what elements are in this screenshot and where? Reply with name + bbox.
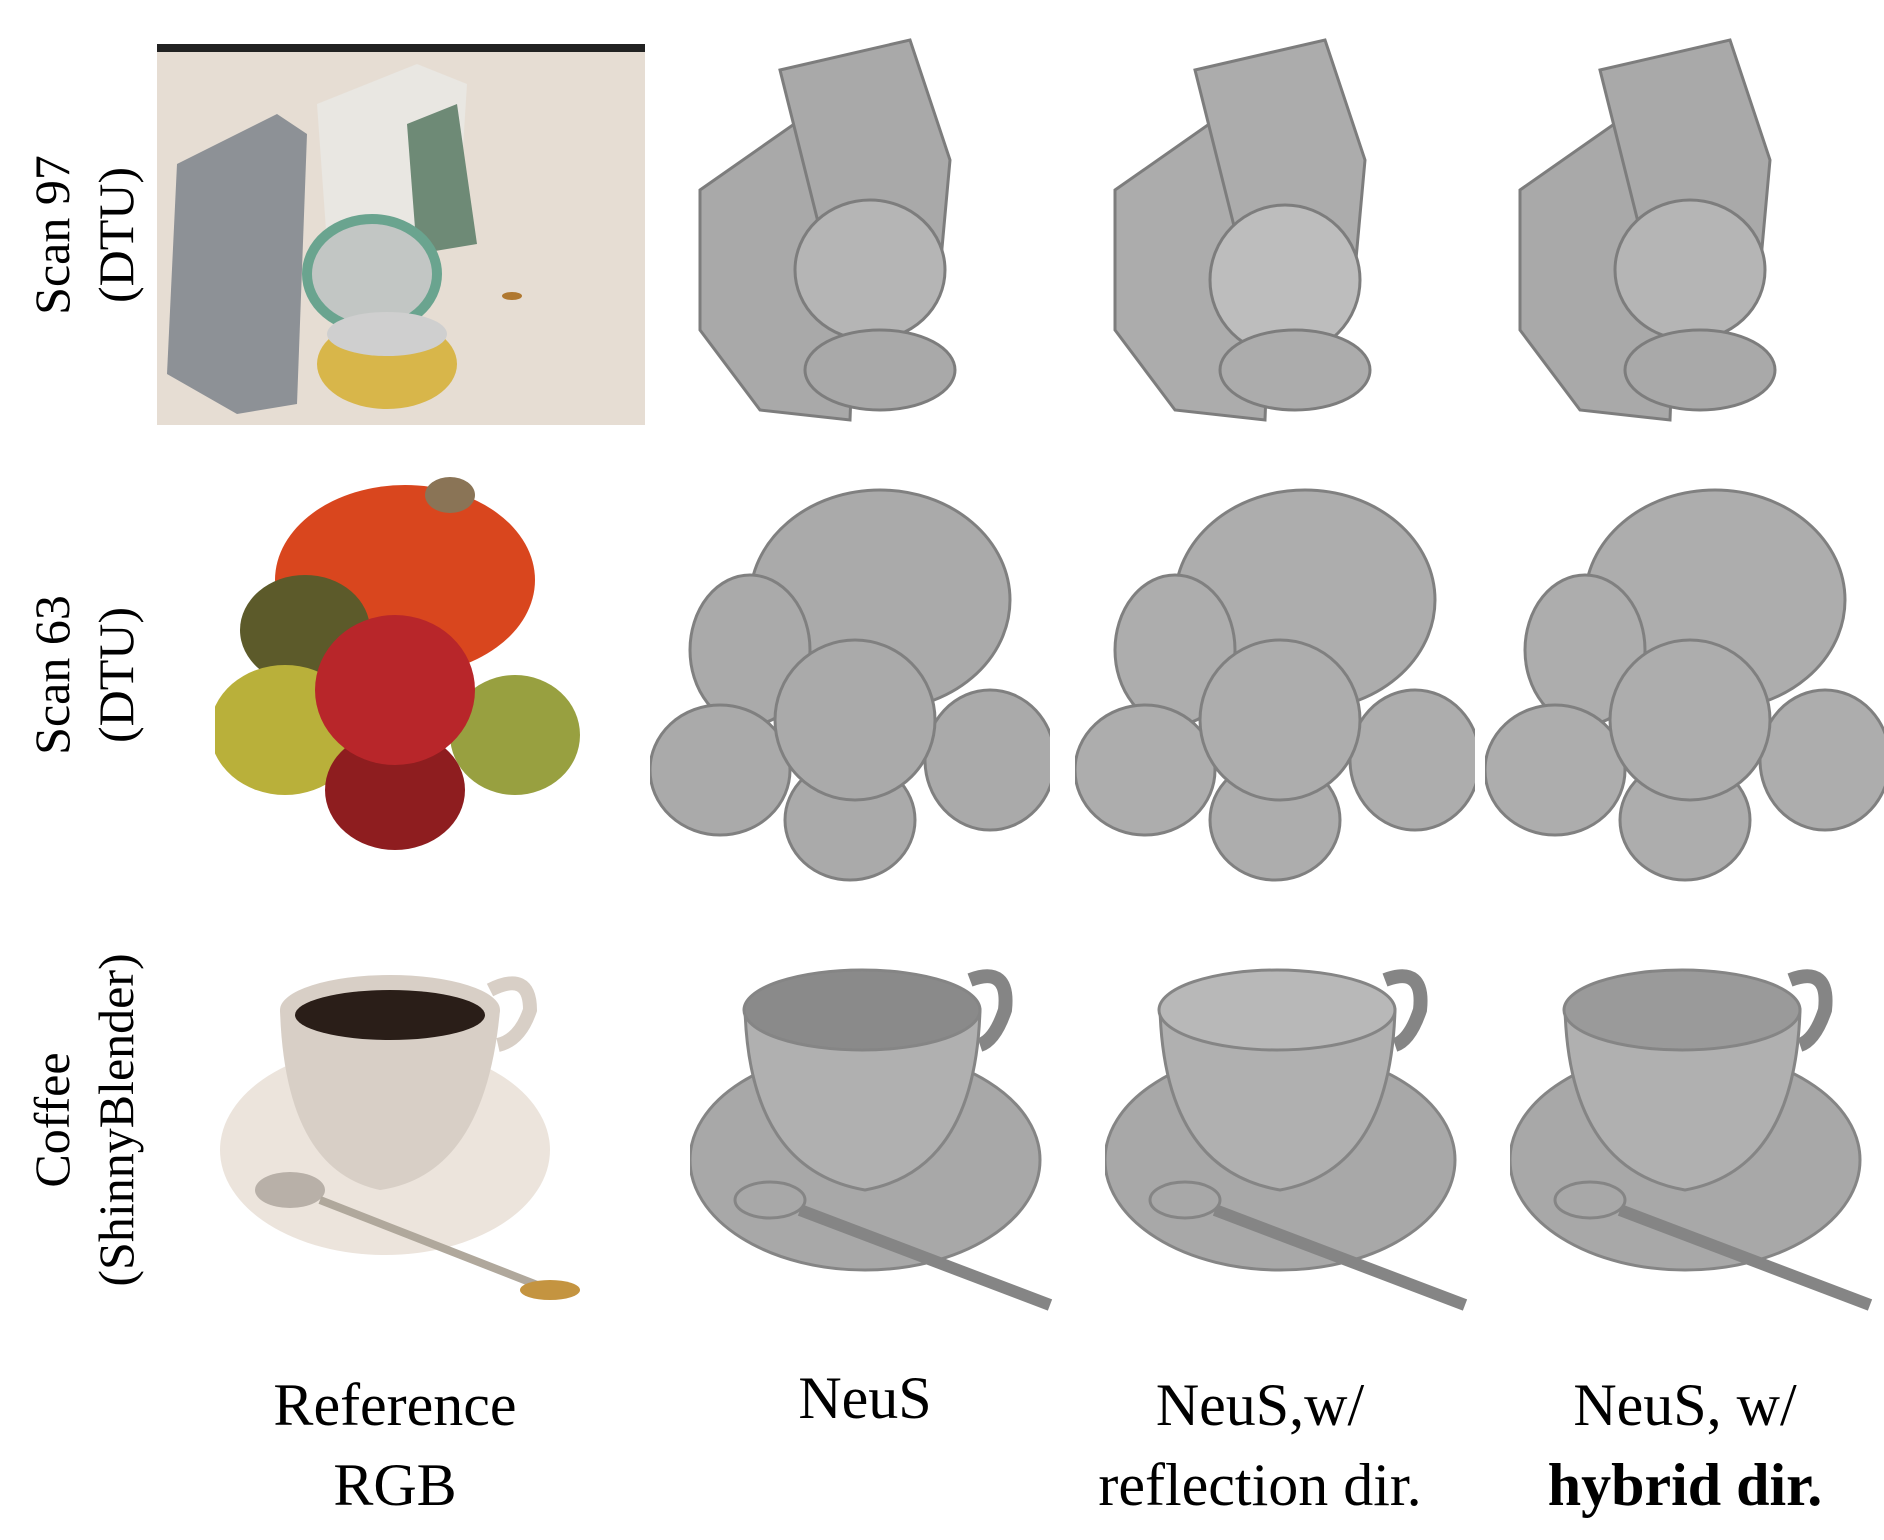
hybrid-mesh-scan97: [1510, 30, 1840, 425]
row-label-name: Scan 97: [24, 155, 80, 315]
column-label-line2: RGB: [333, 1452, 457, 1518]
reference-image-scan63: [215, 470, 585, 870]
column-label-reflection: NeuS,w/ reflection dir.: [1030, 1365, 1490, 1525]
column-label-line2: hybrid dir.: [1547, 1452, 1823, 1518]
column-label-hybrid: NeuS, w/ hybrid dir.: [1455, 1365, 1884, 1525]
row-label-dataset: (DTU): [88, 606, 144, 744]
row-label-scan63: Scan 63 (DTU): [20, 475, 160, 875]
row-label-name: Scan 63: [24, 595, 80, 755]
reference-image-scan97: [157, 44, 645, 425]
column-label-line1: NeuS, w/: [1573, 1372, 1797, 1438]
hybrid-mesh-coffee: [1510, 960, 1880, 1320]
row-label-scan97: Scan 97 (DTU): [20, 35, 160, 435]
row-label-name: Coffee: [24, 1052, 80, 1188]
column-label-reference: Reference RGB: [165, 1365, 625, 1525]
reflection-mesh-scan97: [1105, 30, 1435, 425]
reflection-mesh-scan63: [1075, 470, 1475, 890]
column-label-neus: NeuS: [635, 1358, 1095, 1438]
reflection-mesh-coffee: [1105, 960, 1475, 1320]
column-label-line1: Reference: [273, 1372, 517, 1438]
neus-mesh-coffee: [690, 960, 1060, 1320]
reference-image-coffee: [220, 950, 590, 1320]
neus-mesh-scan63: [650, 470, 1050, 890]
neus-mesh-scan97: [690, 30, 1020, 425]
row-label-dataset: (DTU): [88, 166, 144, 304]
row-label-dataset: (ShinnyBlender): [88, 953, 144, 1287]
column-label-line1: NeuS: [798, 1365, 932, 1431]
column-label-line1: NeuS,w/: [1155, 1372, 1365, 1438]
column-label-line2: reflection dir.: [1098, 1452, 1422, 1518]
row-label-coffee: Coffee (ShinnyBlender): [20, 920, 160, 1320]
hybrid-mesh-scan63: [1485, 470, 1884, 890]
